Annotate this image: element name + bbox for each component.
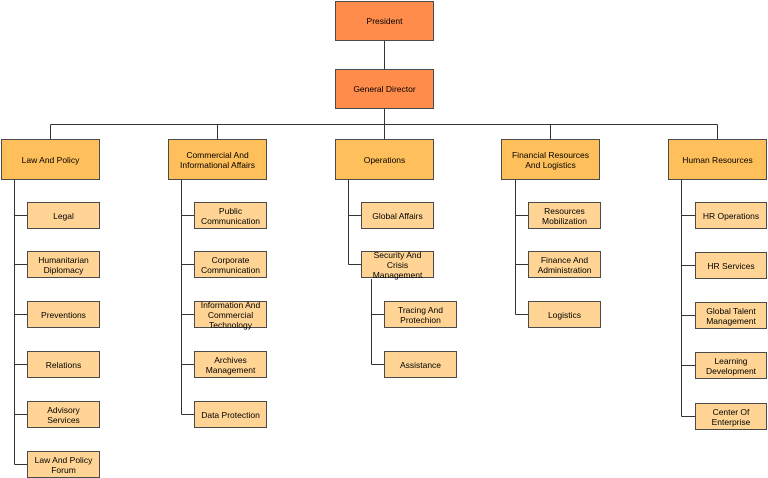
node-global-talent-management[interactable]: Global Talent Management bbox=[695, 302, 767, 329]
node-security-crisis-management[interactable]: Security And Crisis Management bbox=[361, 250, 434, 280]
node-assistance[interactable]: Assistance bbox=[384, 351, 457, 378]
node-learning-development[interactable]: Learning Development bbox=[695, 352, 767, 379]
node-public-communication[interactable]: Public Communication bbox=[194, 202, 267, 229]
node-advisory-services[interactable]: Advisory Services bbox=[27, 401, 100, 428]
node-law-and-policy[interactable]: Law And Policy bbox=[1, 139, 100, 180]
node-archives-management[interactable]: Archives Management bbox=[194, 351, 267, 378]
node-tracing-and-protechion[interactable]: Tracing And Protechion bbox=[384, 301, 457, 328]
node-center-of-enterprise[interactable]: Center Of Enterprise bbox=[695, 403, 767, 430]
node-law-and-policy-forum[interactable]: Law And Policy Forum bbox=[27, 451, 100, 478]
node-operations[interactable]: Operations bbox=[335, 139, 434, 180]
node-preventions[interactable]: Preventions bbox=[27, 301, 100, 328]
node-finance-administration[interactable]: Finance And Administration bbox=[528, 251, 601, 278]
node-relations[interactable]: Relations bbox=[27, 351, 100, 378]
node-general-director[interactable]: General Director bbox=[335, 69, 434, 109]
node-hr-services[interactable]: HR Services bbox=[695, 252, 767, 279]
node-humanitarian-diplomacy[interactable]: Humanitarian Diplomacy bbox=[27, 251, 100, 278]
node-financial-resources-logistics[interactable]: Financial Resources And Logistics bbox=[501, 139, 600, 180]
node-global-affairs[interactable]: Global Affairs bbox=[361, 202, 434, 229]
node-information-commercial-technology[interactable]: Information And Commercial Technology bbox=[194, 300, 267, 330]
node-hr-operations[interactable]: HR Operations bbox=[695, 202, 767, 229]
node-corporate-communication[interactable]: Corporate Communication bbox=[194, 251, 267, 278]
node-president[interactable]: President bbox=[335, 1, 434, 41]
node-human-resources[interactable]: Human Resources bbox=[668, 139, 767, 180]
node-data-protection[interactable]: Data Protection bbox=[194, 401, 267, 428]
node-commercial-informational-affairs[interactable]: Commercial And Informational Affairs bbox=[168, 139, 267, 180]
node-resources-mobilization[interactable]: Resources Mobilization bbox=[528, 202, 601, 229]
node-legal[interactable]: Legal bbox=[27, 202, 100, 229]
node-logistics[interactable]: Logistics bbox=[528, 301, 601, 328]
